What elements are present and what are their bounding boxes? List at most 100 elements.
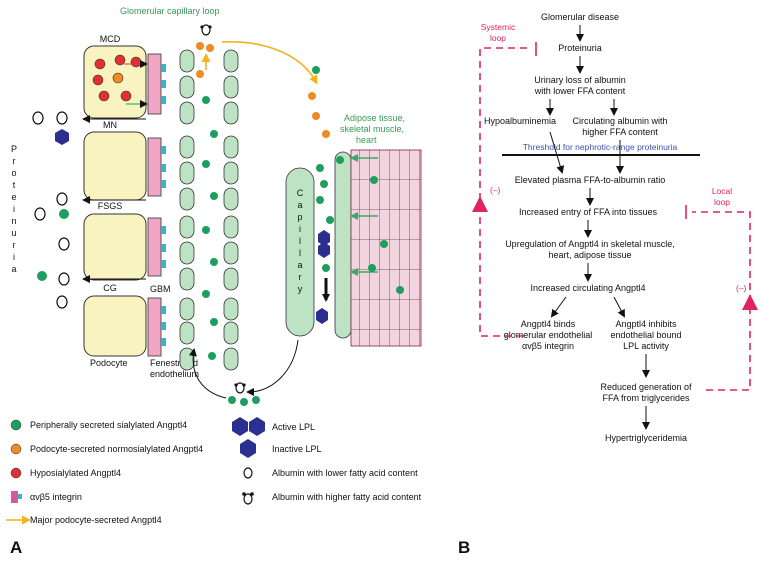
endothelial-cell (179, 187, 195, 211)
local-negative-sign: (–) (736, 283, 747, 293)
gbm-label: GBM (150, 284, 171, 294)
endothelial-cell (179, 321, 195, 345)
legend-label: Peripherally secreted sialylated Angptl4 (30, 420, 187, 430)
legend-label: Albumin with higher fatty acid content (272, 492, 422, 502)
endothelial-cell (179, 101, 195, 125)
endothelial-cell (179, 135, 195, 159)
endothelium-label-line2: endothelium (150, 369, 199, 379)
endothelial-cell (223, 187, 239, 211)
node-urinary-loss-line1: Urinary loss of albumin (534, 75, 626, 85)
node-binds-line3: αvβ5 integrin (522, 341, 574, 351)
node-proteinuria: Proteinuria (558, 43, 602, 53)
capillary-tissue: Adipose tissue, skeletal muscle, heart (285, 92, 422, 347)
endothelial-cell (223, 49, 239, 73)
angptl4-green-dot (210, 192, 218, 200)
return-flow-arrow (246, 339, 299, 396)
node-circulating-albumin-line2: higher FFA content (582, 127, 658, 137)
endothelial-cell (223, 75, 239, 99)
capillary-name: MN (103, 120, 117, 130)
node-elevated-ratio: Elevated plasma FFA-to-albumin ratio (515, 175, 666, 185)
endothelial-cell (179, 267, 195, 291)
inactive-lpl-icon (240, 439, 256, 458)
node-increased-circulating: Increased circulating Angptl4 (530, 283, 645, 293)
systemic-negative-sign: (–) (490, 185, 501, 195)
endothelial-cell (223, 347, 239, 371)
angptl4-green-dot (202, 96, 210, 104)
capillary-mn: MN (82, 120, 166, 204)
vertical-letter: a (11, 264, 16, 274)
legend-label: Hyposialylated Angptl4 (30, 468, 121, 478)
integrin-bar-icon (11, 491, 18, 503)
vertical-letter: r (13, 156, 16, 166)
vertical-letter: r (13, 240, 16, 250)
local-loop-line2: loop (714, 197, 730, 207)
capillary-name: CG (103, 283, 117, 293)
vertical-letter: o (11, 168, 16, 178)
angptl4-green-dot (210, 130, 218, 138)
major-podocyte-arrow (221, 41, 318, 85)
endothelial-cell (179, 241, 195, 265)
adipose-label-line1: Adipose tissue, (344, 113, 405, 123)
vertical-letter: p (297, 212, 302, 222)
systemic-loop-line1: Systemic (481, 22, 516, 32)
albumin-high-icon (243, 493, 253, 505)
albumin-low-icon (243, 467, 253, 479)
red-dot-icon (10, 467, 22, 479)
systemic-loop-line2: loop (490, 33, 506, 43)
legend-label: αvβ5 integrin (30, 492, 82, 502)
node-upregulation-line2: heart, adipose tissue (548, 250, 631, 260)
threshold-label: Threshold for nephrotic-range proteinuri… (523, 142, 678, 152)
legend-label: Major podocyte-secreted Angptl4 (30, 515, 162, 525)
endothelial-cell (179, 75, 195, 99)
angptl4-green-dot (210, 318, 218, 326)
podocyte-label: Podocyte (90, 358, 128, 368)
node-circulating-albumin-line1: Circulating albumin with (572, 116, 667, 126)
angptl4-green-dot (202, 226, 210, 234)
capillary-name: MCD (100, 34, 121, 44)
node-urinary-loss-line2: with lower FFA content (534, 86, 626, 96)
legend-label: Active LPL (272, 422, 315, 432)
endothelial-cell (223, 267, 239, 291)
capillary-name: FSGS (98, 201, 123, 211)
endothelial-cell (179, 49, 195, 73)
endothelial-cell (179, 347, 195, 371)
endothelium-label-line1: Fenestrated (150, 358, 198, 368)
vertical-letter: P (11, 144, 17, 154)
endothelial-cell (223, 161, 239, 185)
capillary-cg: CG GBM Podocyte Fenestrated endothelium (83, 283, 199, 379)
panel-a-label: A (10, 538, 22, 557)
endothelial-cell (223, 241, 239, 265)
endothelial-cell (223, 297, 239, 321)
endothelial-cell (223, 101, 239, 125)
vertical-letter: l (299, 248, 301, 258)
vertical-letter: i (299, 224, 301, 234)
legend-a: Peripherally secreted sialylated Angptl4… (6, 417, 422, 525)
local-loop: Local loop (–) (685, 186, 758, 391)
vertical-letter: n (11, 216, 16, 226)
panel-a: Glomerular capillary loop Proteinuria MC… (6, 6, 422, 557)
node-reduced-line2: FFA from triglycerides (602, 393, 690, 403)
adipose-label-line3: heart (356, 135, 377, 145)
node-increased-entry: Increased entry of FFA into tissues (519, 207, 658, 217)
endothelial-cell (179, 297, 195, 321)
vertical-letter: l (299, 236, 301, 246)
capillary-fsgs: FSGS (82, 201, 166, 283)
angptl4-green-dot (202, 290, 210, 298)
vertical-letter: u (11, 228, 16, 238)
vertical-letter: C (297, 188, 304, 198)
entry-flow-arrow (188, 348, 227, 399)
legend-label: Albumin with lower fatty acid content (272, 468, 418, 478)
legend-label: Podocyte-secreted normosialylated Angptl… (30, 444, 203, 454)
proteinuria-vertical-label: Proteinuria (11, 144, 17, 274)
node-upregulation-line1: Upregulation of Angptl4 in skeletal musc… (505, 239, 675, 249)
local-loop-line1: Local (712, 186, 732, 196)
endothelial-cell (179, 215, 195, 239)
systemic-loop: Systemic loop (–) (472, 22, 537, 337)
node-hypertriglyceridemia: Hypertriglyceridemia (605, 433, 687, 443)
vertical-letter: y (298, 284, 303, 294)
angptl4-green-dot (202, 160, 210, 168)
panel-b: Glomerular disease Proteinuria Urinary l… (458, 12, 758, 557)
urine-molecules (32, 111, 70, 309)
